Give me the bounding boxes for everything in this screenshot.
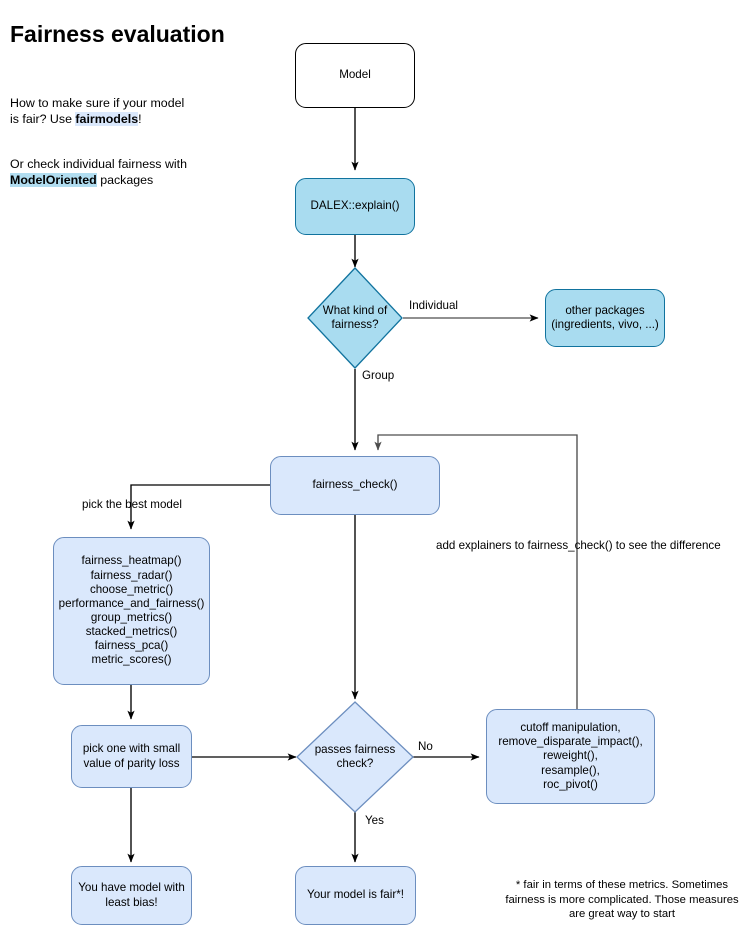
node-model[interactable]: Model	[295, 43, 415, 108]
node-passes-fairness-check[interactable]: passes fairness check?	[296, 701, 414, 813]
node-fairness-check-label: fairness_check()	[312, 478, 398, 492]
node-dalex-explain[interactable]: DALEX::explain()	[295, 178, 415, 235]
node-dalex-explain-label: DALEX::explain()	[310, 199, 400, 213]
node-plot-functions[interactable]: fairness_heatmap() fairness_radar() choo…	[53, 537, 210, 685]
kind-of-fairness-diamond-shape	[307, 267, 403, 369]
node-model-is-fair[interactable]: Your model is fair*!	[295, 866, 416, 925]
footnote: * fair in terms of these metrics. Someti…	[505, 879, 739, 921]
fairmodels-highlight: fairmodels	[75, 112, 139, 127]
node-passes-fairness-check-label: passes fairness check?	[314, 742, 396, 770]
modeloriented-highlight: ModelOriented	[10, 173, 97, 188]
node-kind-of-fairness[interactable]: What kind of fairness?	[307, 267, 403, 369]
edge-label-no: No	[418, 740, 433, 753]
node-other-packages[interactable]: other packages (ingredients, vivo, ...)	[545, 289, 665, 347]
node-model-is-fair-label: Your model is fair*!	[307, 888, 404, 902]
node-mitigation[interactable]: cutoff manipulation, remove_disparate_im…	[486, 709, 655, 804]
edge-label-group: Group	[362, 369, 395, 382]
passes-fairness-check-diamond-shape	[296, 701, 414, 813]
node-other-packages-label: other packages (ingredients, vivo, ...)	[551, 303, 659, 331]
node-pick-one-small-parity-label: pick one with small value of parity loss	[82, 742, 181, 770]
edge-label-individual: Individual	[409, 299, 458, 312]
intro-paragraph-1-after: !	[138, 112, 142, 127]
intro-paragraph-1-before: How to make sure if your model is fair? …	[10, 96, 185, 127]
page-title: Fairness evaluation	[10, 21, 225, 47]
intro-paragraph-2-after: packages	[96, 173, 154, 188]
edge-label-pick-the-best-model: pick the best model	[82, 498, 182, 511]
node-pick-one-small-parity[interactable]: pick one with small value of parity loss	[71, 725, 192, 788]
node-fairness-check[interactable]: fairness_check()	[270, 456, 440, 515]
node-plot-functions-label: fairness_heatmap() fairness_radar() choo…	[58, 554, 205, 667]
intro-paragraph-2: Or check individual fairness with ModelO…	[10, 156, 190, 189]
intro-paragraph-1: How to make sure if your model is fair? …	[10, 95, 190, 128]
node-model-label: Model	[339, 68, 371, 82]
node-least-bias-label: You have model with least bias!	[78, 881, 185, 909]
node-mitigation-label: cutoff manipulation, remove_disparate_im…	[498, 721, 643, 791]
edge-label-yes: Yes	[365, 814, 384, 827]
intro-paragraph-2-before: Or check individual fairness with	[10, 157, 187, 171]
node-kind-of-fairness-label: What kind of fairness?	[322, 303, 388, 331]
edge-label-add-explainers: add explainers to fairness_check() to se…	[436, 539, 721, 552]
node-least-bias[interactable]: You have model with least bias!	[71, 866, 192, 925]
